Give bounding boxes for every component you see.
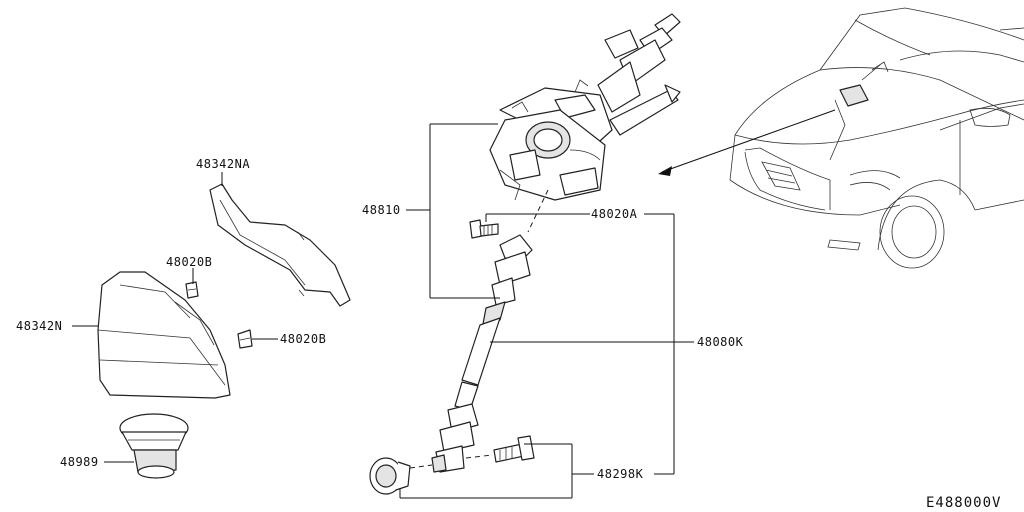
label-48342n: 48342N bbox=[16, 319, 62, 333]
leader-lines bbox=[72, 123, 694, 499]
boot-48989 bbox=[119, 413, 189, 479]
column-cover-upper bbox=[209, 183, 351, 307]
label-48342na: 48342NA bbox=[196, 157, 250, 171]
column-cover-lower bbox=[97, 271, 231, 399]
bolt-48298k bbox=[493, 435, 535, 463]
label-48298k: 48298K bbox=[597, 467, 644, 481]
label-48020b-lower: 48020B bbox=[280, 332, 326, 346]
label-48080k: 48080K bbox=[697, 335, 744, 349]
clip-48020b-lower bbox=[237, 329, 253, 349]
diagram-code: E488000V bbox=[926, 495, 1001, 511]
clip-48020b-upper bbox=[185, 281, 199, 299]
label-48989: 48989 bbox=[60, 455, 99, 469]
label-48020a: 48020A bbox=[591, 207, 638, 221]
bolt-48020a bbox=[469, 219, 499, 239]
label-48020b-upper: 48020B bbox=[166, 255, 212, 269]
vehicle-illustration bbox=[658, 7, 1024, 269]
intermediate-shaft bbox=[409, 234, 533, 473]
label-48810: 48810 bbox=[362, 203, 401, 217]
grommet-seal bbox=[369, 457, 411, 495]
steering-column-assembly bbox=[489, 13, 681, 233]
